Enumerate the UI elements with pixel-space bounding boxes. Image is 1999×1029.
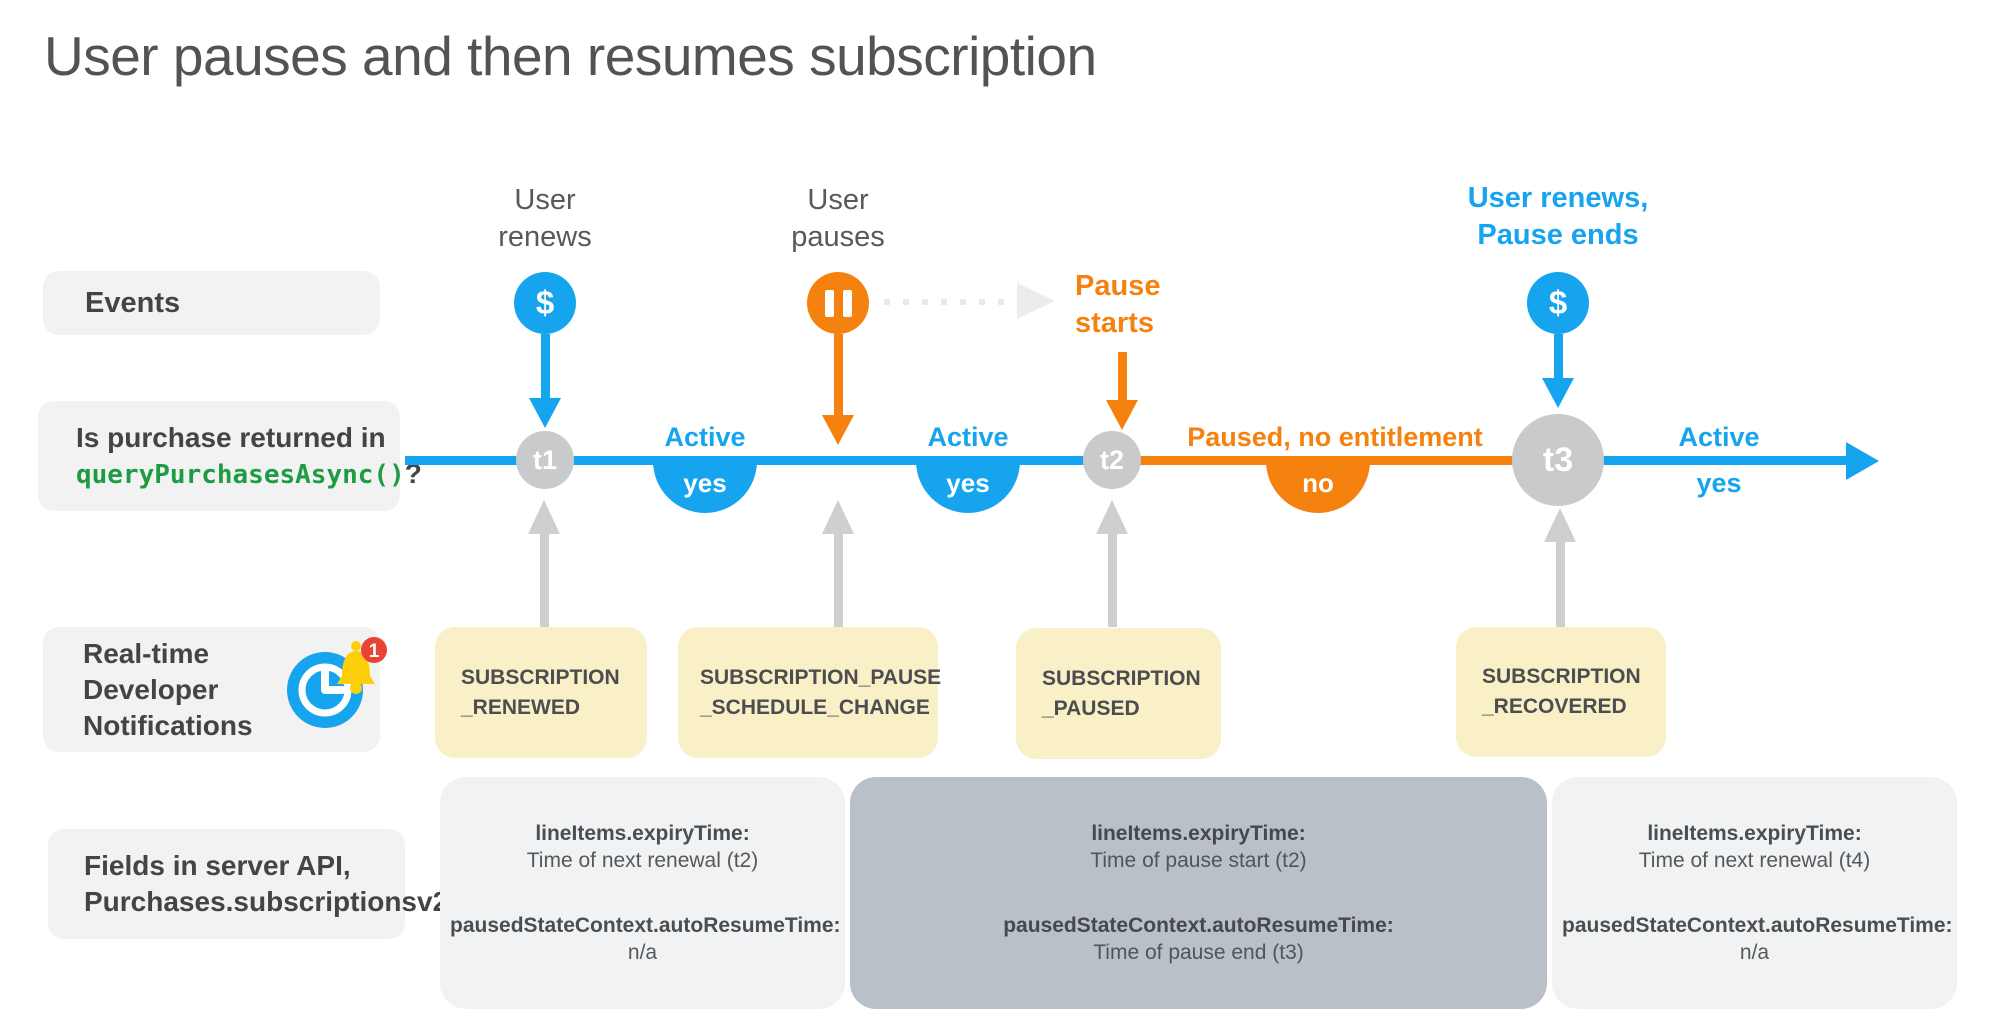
rtdn-arrow-shaft — [540, 534, 549, 627]
caption-user-pauses: User pauses — [791, 184, 885, 253]
dollar-icon: $ — [514, 272, 576, 334]
renew2-arrow-head — [1542, 378, 1574, 408]
state-label-paused: Paused, no entitlement — [1187, 422, 1483, 452]
api-entry: pausedStateContext.autoResumeTime: n/a — [1562, 913, 1953, 964]
api-box-during-pause: lineItems.expiryTime: Time of pause star… — [850, 777, 1547, 1009]
pause-starts-arrow-head — [1106, 400, 1138, 430]
renew2-arrow-shaft — [1554, 334, 1563, 378]
rtdn-arrow-head — [1096, 500, 1128, 534]
api-entry: lineItems.expiryTime: Time of next renew… — [1638, 822, 1871, 873]
answer-badge-yes-1: yes — [653, 461, 757, 513]
timeline-arrow-head — [1846, 442, 1879, 480]
timeline-marker-t2: t2 — [1083, 431, 1141, 489]
api-box-before-pause: lineItems.expiryTime: Time of next renew… — [440, 777, 845, 1009]
api-fields-label: Fields in server API, Purchases.subscrip… — [84, 850, 449, 917]
rtdn-arrow-head — [1544, 508, 1576, 542]
state-label-active-2: Active — [927, 422, 1009, 452]
rtdn-arrow-head — [822, 500, 854, 534]
renew1-arrow-head — [529, 398, 561, 428]
notification-subscription-renewed: SUBSCRIPTION _RENEWED — [435, 627, 647, 758]
pause-starts-arrow-shaft — [1118, 352, 1127, 400]
pause-arrow-head — [822, 415, 854, 445]
api-entry: lineItems.expiryTime: Time of pause star… — [1090, 822, 1307, 873]
pause-arrow-shaft — [834, 334, 843, 415]
events-label: Events — [85, 287, 181, 319]
state-label-active-1: Active — [664, 422, 746, 452]
caption-user-renews: User renews — [498, 184, 592, 253]
timeline-marker-t1: t1 — [516, 431, 574, 489]
notification-subscription-recovered: SUBSCRIPTION _RECOVERED — [1456, 627, 1666, 757]
row-label-events: Events — [43, 271, 380, 335]
rtdn-arrow-shaft — [1556, 542, 1565, 627]
timeline-segment-active-2 — [1558, 456, 1848, 465]
caption-pause-starts: Pause starts — [1075, 270, 1161, 339]
notification-clock-icon: 1 — [287, 637, 387, 728]
caption-user-renews-pause-ends: User renews, Pause ends — [1467, 182, 1649, 251]
purchase-question-line2: queryPurchasesAsync()? — [76, 456, 422, 493]
rtdn-arrow-head — [528, 500, 560, 534]
answer-badge-no: no — [1266, 461, 1370, 513]
rtdn-label: Real-time Developer Notifications — [83, 637, 253, 741]
notification-badge: 1 — [361, 637, 387, 663]
rtdn-arrow-shaft — [1108, 534, 1117, 627]
api-box-after-resume: lineItems.expiryTime: Time of next renew… — [1552, 777, 1957, 1009]
answer-text-yes-3: yes — [1696, 468, 1742, 498]
answer-badge-yes-2: yes — [916, 461, 1020, 513]
api-entry: pausedStateContext.autoResumeTime: Time … — [1003, 913, 1394, 964]
page-title: User pauses and then resumes subscriptio… — [44, 25, 1097, 87]
timeline-segment-paused — [1112, 456, 1558, 465]
renew1-arrow-shaft — [541, 334, 550, 398]
api-entry: lineItems.expiryTime: Time of next renew… — [526, 822, 759, 873]
notification-subscription-paused: SUBSCRIPTION _PAUSED — [1016, 628, 1221, 759]
dotted-connector — [884, 299, 1017, 305]
timeline-segment-active-1 — [405, 456, 1112, 465]
timeline-marker-t3: t3 — [1512, 414, 1604, 506]
svg-text:1: 1 — [369, 641, 380, 662]
state-label-active-3: Active — [1678, 422, 1760, 452]
purchase-question-suffix: ? — [404, 457, 422, 489]
dotted-connector-arrow-head — [1017, 283, 1055, 319]
purchase-question-line1: Is purchase returned in — [76, 421, 386, 453]
api-entry: pausedStateContext.autoResumeTime: n/a — [450, 913, 841, 964]
dollar-icon: $ — [1527, 272, 1589, 334]
notification-subscription-pause-schedule-change: SUBSCRIPTION_PAUSE _SCHEDULE_CHANGE — [678, 627, 941, 758]
row-label-purchase-query: Is purchase returned in queryPurchasesAs… — [38, 401, 422, 511]
pause-icon — [807, 272, 869, 334]
rtdn-arrow-shaft — [834, 534, 843, 627]
query-purchases-code: queryPurchasesAsync() — [76, 459, 405, 490]
row-label-api-fields: Fields in server API, Purchases.subscrip… — [48, 829, 448, 939]
